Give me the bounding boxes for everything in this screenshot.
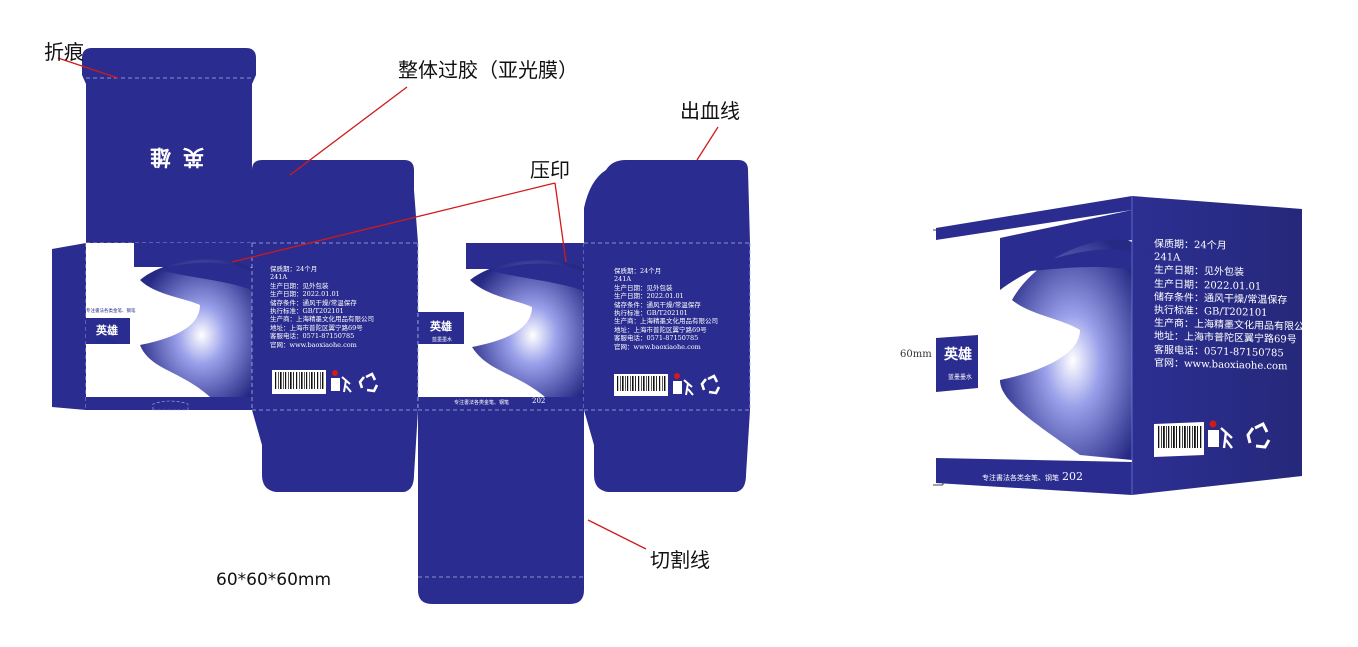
cube-right-face (1132, 196, 1302, 495)
brand-center-panel: 英雄 (430, 320, 452, 333)
recycle-icon-right (700, 374, 721, 395)
bottom-flap-center (418, 410, 584, 604)
info-block-left: 保质期：24个月 241A 生产日期：见外包装 生产日期：2022.01.01 … (270, 265, 374, 349)
brand-left-panel: 英雄 (96, 324, 118, 337)
top-flap-right (584, 160, 750, 243)
tagline-left-panel: 专注書法各类金笔、钢笔 (86, 309, 136, 314)
cube-brand: 英雄 (944, 347, 972, 363)
cube-barcode (1154, 422, 1204, 457)
label-size: 60*60*60mm (216, 570, 332, 590)
barcode-group-left (272, 370, 326, 394)
label-cut-line: 切割线 (650, 548, 710, 572)
tagline-center: 专注書法各类金笔、钢笔 (454, 400, 510, 406)
cube-info-block: 保质期：24个月 241A 生产日期：见外包装 生产日期：2022.01.01 … (1154, 238, 1314, 373)
label-bleed: 出血线 (680, 99, 740, 123)
annotation-lines (57, 57, 719, 550)
lid-flap-left (82, 48, 256, 243)
trash-icon-left (331, 370, 352, 393)
height-dimension-label: 60mm (900, 349, 932, 360)
label-crease: 折痕 (44, 40, 84, 64)
lid-brand-flipped: 英雄 (138, 145, 204, 170)
model-center: 202 (532, 397, 546, 405)
brand-sub-center-panel: 蓝墨墨水 (432, 337, 453, 343)
label-emboss: 压印 (530, 158, 570, 182)
cube-recycle-icon (1246, 421, 1271, 449)
label-lamination: 整体过胶（亚光膜） (398, 58, 578, 82)
brand-sub-left-panel: 蓝墨墨水 (96, 339, 117, 345)
top-flap-middle (252, 160, 418, 243)
info-block-right: 保质期：24个月 241A 生产日期：见外包装 生产日期：2022.01.01 … (614, 267, 718, 351)
glue-flap-left (52, 243, 86, 410)
cube-tagline: 专注書法各类金笔、钢笔 (982, 474, 1059, 482)
recycle-icon-left (358, 372, 379, 393)
cube-brand-sub: 蓝墨墨水 (948, 374, 973, 381)
cube-model: 202 (1062, 470, 1083, 483)
trash-icon-right (673, 373, 694, 396)
barcode-group-right (614, 374, 668, 396)
cube-trash-icon (1208, 420, 1233, 449)
